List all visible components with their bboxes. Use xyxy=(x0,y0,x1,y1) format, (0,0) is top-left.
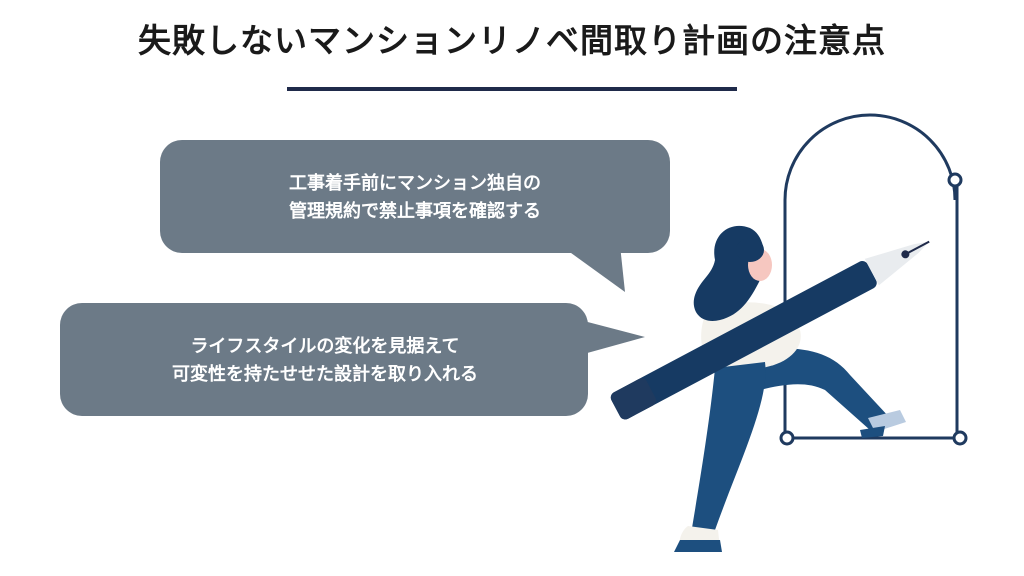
bubble-1-line-1: 工事着手前にマンション独自の xyxy=(289,173,541,194)
bubble-2-text: ライフスタイルの変化を見据えて 可変性を持たせせた設計を取り入れる xyxy=(66,333,584,389)
page-title: 失敗しないマンションリノベ間取り計画の注意点 xyxy=(138,21,886,60)
illustration xyxy=(610,113,968,552)
speech-bubble-1 xyxy=(160,140,670,292)
fountain-pen-icon xyxy=(610,240,930,420)
bubble-1-text: 工事着手前にマンション独自の 管理規約で禁止事項を確認する xyxy=(165,170,665,226)
arch-frame-icon xyxy=(779,113,968,446)
bubble-2-line-1: ライフスタイルの変化を見据えて xyxy=(190,336,460,357)
speech-bubble-2 xyxy=(60,303,645,416)
bubble-1-line-2: 管理規約で禁止事項を確認する xyxy=(289,201,541,222)
title-underline xyxy=(287,87,737,91)
bubble-2-line-2: 可変性を持たせせた設計を取り入れる xyxy=(172,364,478,385)
